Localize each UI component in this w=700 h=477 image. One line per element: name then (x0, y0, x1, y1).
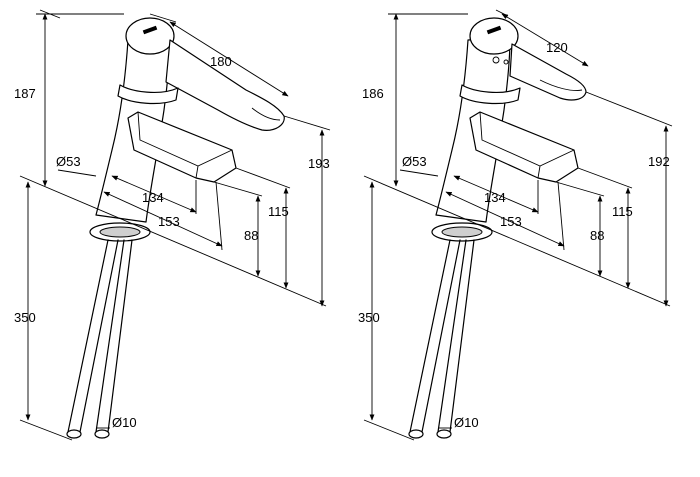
right-spout-reach-a: 134 (484, 190, 506, 205)
right-hose-diameter: Ø10 (454, 415, 479, 430)
right-base-diameter: Ø53 (402, 154, 427, 169)
right-spout-reach-b: 153 (500, 214, 522, 229)
right-spout-height-b: 115 (612, 204, 633, 219)
right-faucet-hose (409, 239, 475, 433)
left-spout-height-b: 115 (268, 204, 289, 219)
left-spout-reach-b: 153 (158, 214, 180, 229)
left-dimensions: 187 180 193 Ø53 134 153 88 115 350 (14, 13, 331, 441)
left-spout-height-a: 88 (244, 228, 258, 243)
right-faucet (408, 17, 587, 439)
right-height-spout-plane: 192 (648, 154, 670, 169)
right-lever-length: 120 (546, 40, 568, 55)
left-spout-reach-a: 134 (142, 190, 164, 205)
right-height-total: 186 (362, 86, 384, 101)
left-faucet-logo (142, 25, 158, 35)
left-faucet-cap (125, 17, 175, 55)
left-height-spout-plane: 193 (308, 156, 330, 171)
left-faucet-spout (127, 111, 237, 183)
right-faucet-cap (469, 17, 519, 55)
left-base-diameter: Ø53 (56, 154, 81, 169)
right-faucet-spout (469, 111, 579, 183)
right-spout-height-a: 88 (590, 228, 604, 243)
right-faucet-logo (486, 25, 502, 35)
right-dimensions: 186 120 192 Ø53 134 153 88 115 350 (358, 9, 673, 441)
left-lever-length: 180 (210, 54, 232, 69)
left-hose-diameter: Ø10 (112, 415, 137, 430)
left-height-total: 187 (14, 86, 36, 101)
left-hose-length: 350 (14, 310, 36, 325)
left-faucet-hose (67, 239, 133, 433)
right-hose-length: 350 (358, 310, 380, 325)
